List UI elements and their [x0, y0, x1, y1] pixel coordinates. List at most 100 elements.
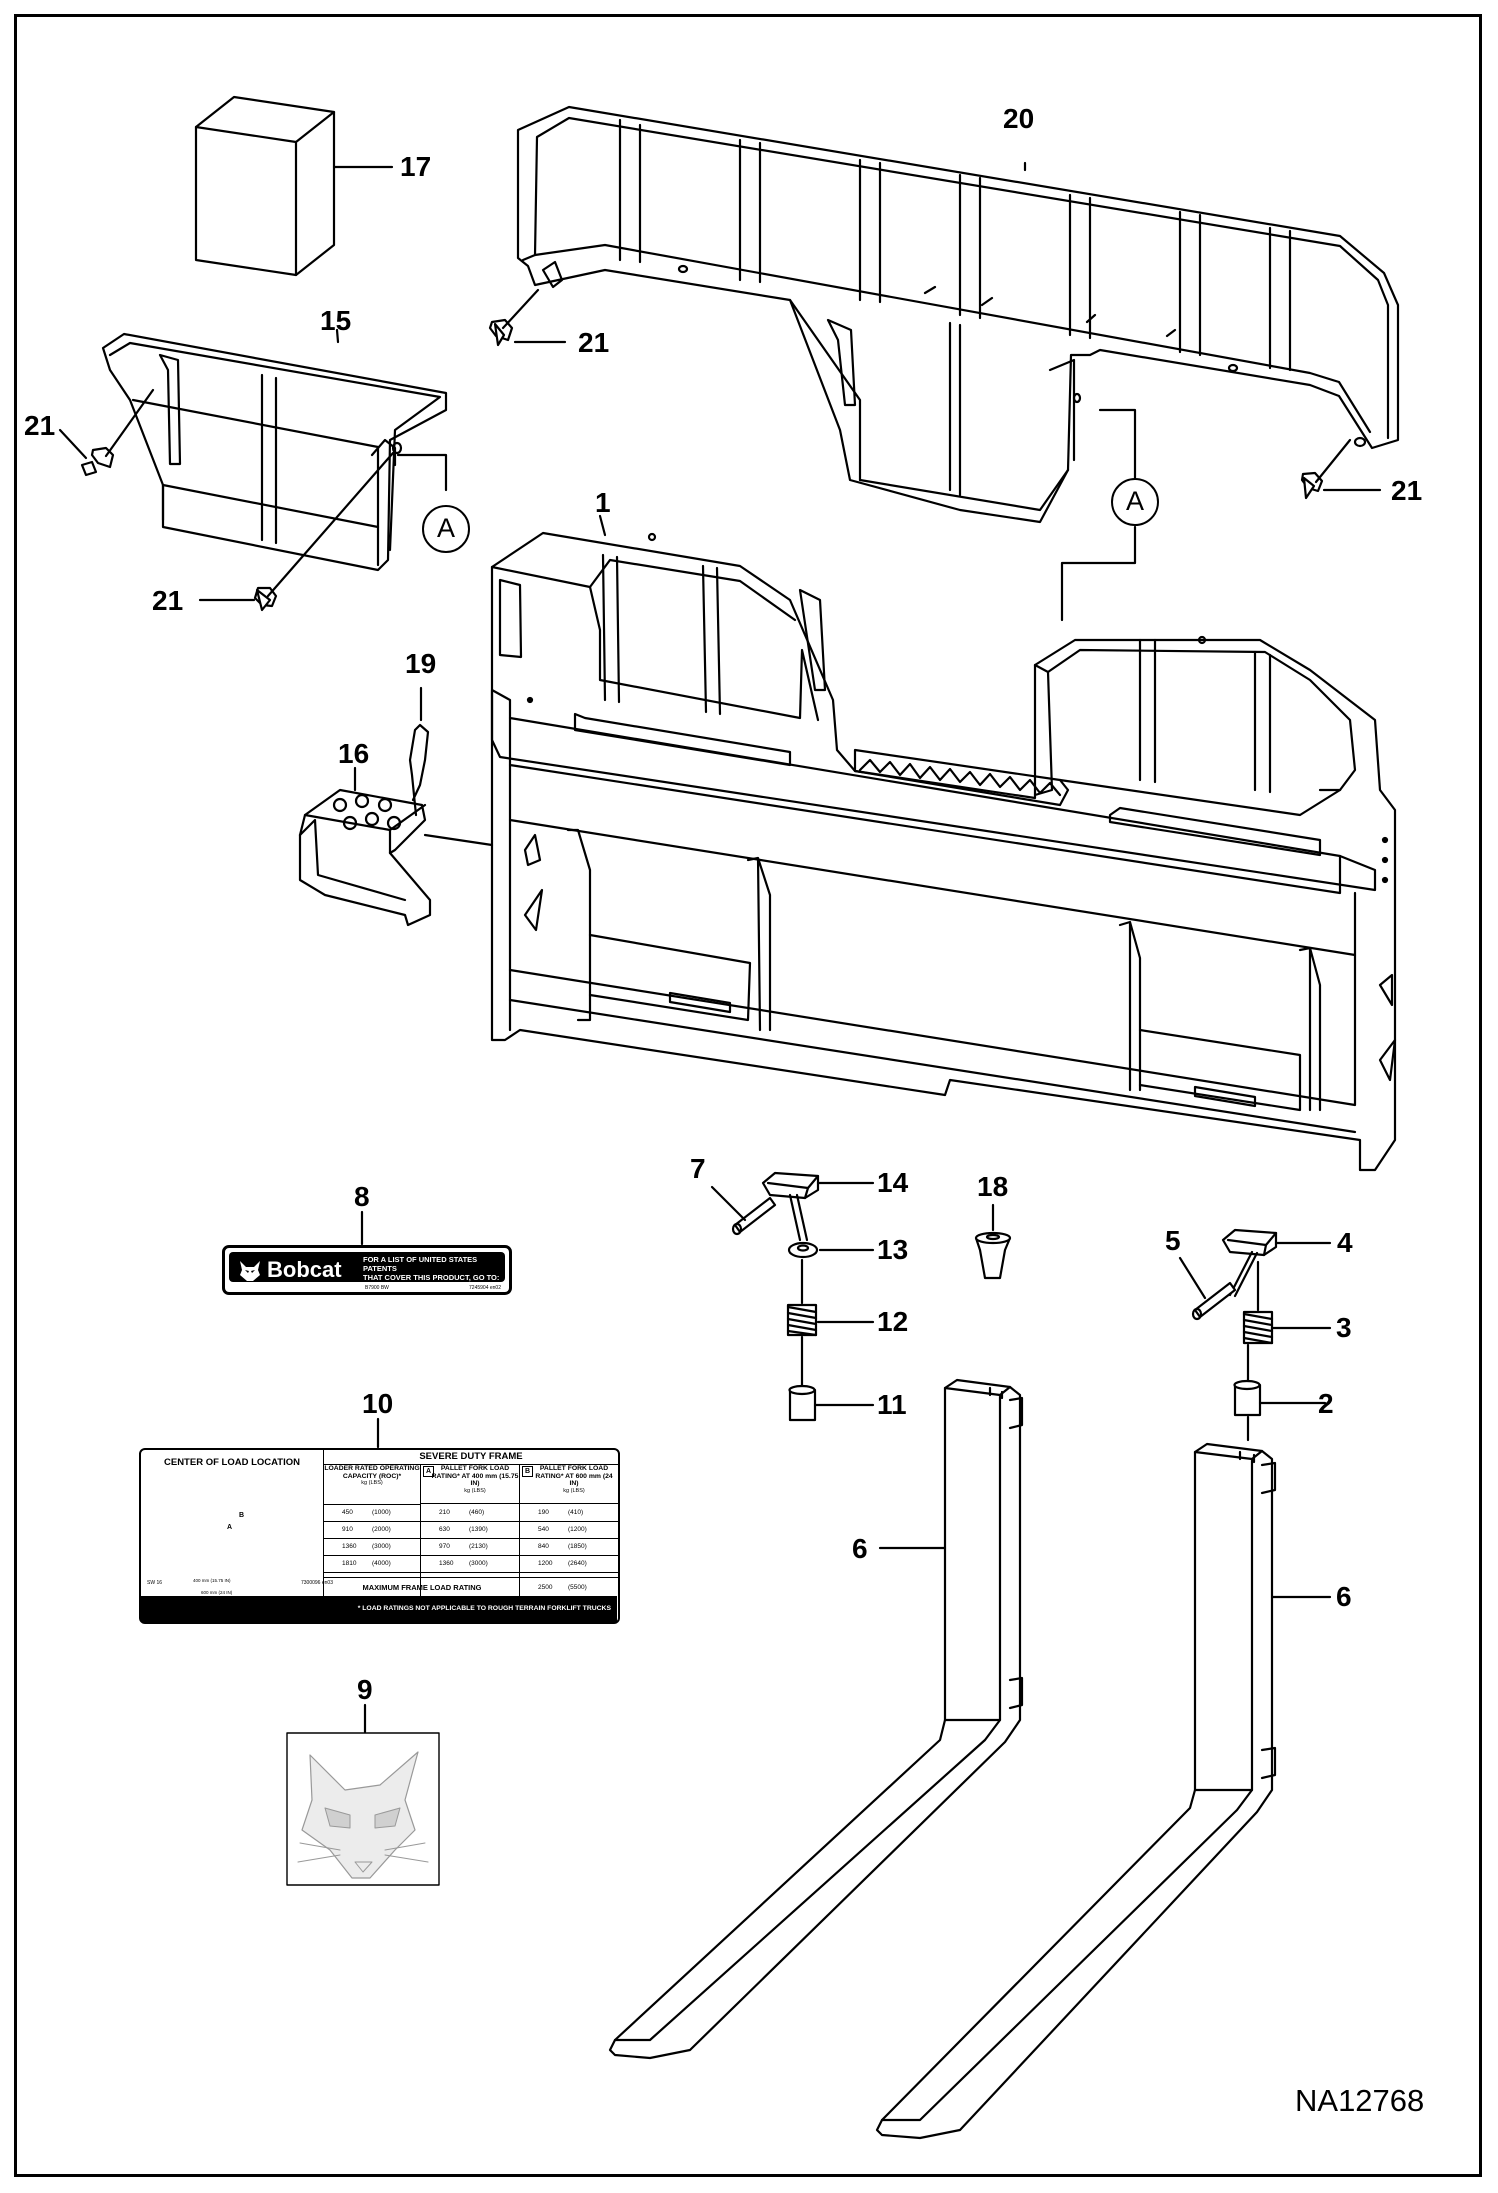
connector-a-left: A — [422, 505, 470, 553]
decal-10-cell-roc-lbs: (2000) — [372, 1526, 391, 1533]
decal-10-col-b-units: kg (LBS) — [563, 1487, 585, 1494]
decal-10-cell-b-kg: 190 — [538, 1509, 549, 1516]
decal-10-dim-a: A — [227, 1524, 233, 1531]
decal-10-code-left: SW 16 — [147, 1580, 163, 1586]
connector-line-a2-top — [1098, 408, 1137, 480]
decal-10-max-lbs: (5500) — [568, 1584, 587, 1591]
part-6-fork-right — [875, 1442, 1277, 2140]
part-20-guard — [516, 105, 1400, 524]
leader-21a — [58, 428, 88, 460]
decal-10-code-right: 7300096 en03 — [301, 1580, 333, 1586]
part-18-plug — [974, 1231, 1012, 1280]
callout-20: 20 — [1003, 103, 1035, 134]
part-11-bushing — [788, 1384, 817, 1422]
decal-10-dim-400: 400 mm (15.75 IN) — [193, 1578, 231, 1583]
part-3-spring — [1242, 1310, 1274, 1345]
decal-10-row-divider — [324, 1555, 618, 1556]
decal-10-title: SEVERE DUTY FRAME — [324, 1450, 618, 1465]
callout-19: 19 — [405, 648, 437, 679]
decal-10-cell-a-kg: 630 — [439, 1526, 450, 1533]
decal-10-col-roc-units: kg (LBS) — [361, 1480, 383, 1486]
decal-8-code-b: 7245904 en02 — [469, 1285, 501, 1291]
decal-10-cell-b-kg: 840 — [538, 1543, 549, 1550]
callout-14: 14 — [877, 1167, 909, 1198]
decal-10-left-title: CENTER OF LOAD LOCATION — [164, 1457, 300, 1468]
callout-21d: 21 — [1391, 475, 1423, 506]
callout-6b: 6 — [1336, 1581, 1352, 1612]
part-13-washer — [787, 1241, 819, 1259]
part-19-pin — [408, 723, 430, 817]
decal-10-col-b: B PALLET FORK LOAD RATING* AT 600 mm (24… — [520, 1465, 618, 1504]
part-14-handle — [761, 1171, 820, 1242]
decal-10-dim-b: B — [239, 1512, 245, 1519]
decal-10-table: SEVERE DUTY FRAME LOADER RATED OPERATING… — [324, 1450, 618, 1596]
decal-10-cell-roc-lbs: (4000) — [372, 1560, 391, 1567]
leader-7 — [710, 1185, 747, 1222]
decal-10-cell-a-lbs: (1390) — [469, 1526, 488, 1533]
callout-9: 9 — [357, 1674, 373, 1705]
decal-10-col-a-label: PALLET FORK LOAD RATING* AT 400 mm (15.7… — [431, 1465, 519, 1487]
callout-15: 15 — [320, 305, 352, 336]
callout-21a: 21 — [24, 410, 56, 441]
part-6-fork-left — [608, 1378, 1024, 2060]
decal-8-line3: www.bobcat.com/patents — [363, 1282, 454, 1291]
part-7-pin — [731, 1196, 777, 1236]
callout-3: 3 — [1336, 1312, 1352, 1343]
drawing-frame — [14, 14, 1482, 2177]
pin-21-a — [80, 388, 155, 477]
callout-17: 17 — [400, 151, 432, 182]
decal-10-tag-a: A — [423, 1466, 434, 1477]
decal-10-cell-roc-kg: 1360 — [342, 1543, 357, 1550]
connector-line-a2-bottom — [1060, 525, 1137, 622]
decal-10-max-row: MAXIMUM FRAME LOAD RATING 2500 (5500) — [324, 1577, 618, 1597]
decal-10-left: CENTER OF LOAD LOCATION A B 400 mm (15.7… — [141, 1450, 324, 1596]
decal-10-col-roc-label: LOADER RATED OPERATING CAPACITY (ROC)* — [324, 1465, 420, 1480]
decal-10-cell-a-lbs: (2130) — [469, 1543, 488, 1550]
callout-1: 1 — [595, 487, 611, 518]
connector-a-right: A — [1111, 478, 1159, 526]
decal-10-divider-2 — [519, 1465, 520, 1596]
callout-18: 18 — [977, 1171, 1009, 1202]
decal-8-text: FOR A LIST OF UNITED STATES PATENTS THAT… — [363, 1255, 505, 1291]
callout-21b: 21 — [152, 585, 184, 616]
callout-8: 8 — [354, 1181, 370, 1212]
decal-8-line1: FOR A LIST OF UNITED STATES PATENTS — [363, 1255, 478, 1273]
decal-10-load-chart: CENTER OF LOAD LOCATION A B 400 mm (15.7… — [139, 1448, 620, 1624]
part-15-guard — [101, 332, 448, 572]
pin-21-c — [488, 288, 540, 347]
decal-10-col-a: A PALLET FORK LOAD RATING* AT 400 mm (15… — [421, 1465, 519, 1504]
decal-10-cell-roc-lbs: (3000) — [372, 1543, 391, 1550]
decal-10-row-divider — [324, 1521, 618, 1522]
decal-10-col-b-label: PALLET FORK LOAD RATING* AT 600 mm (24 I… — [535, 1465, 613, 1487]
bobcat-logo-icon — [240, 1261, 260, 1281]
decal-10-cell-b-lbs: (1200) — [568, 1526, 587, 1533]
pin-21-b — [253, 451, 395, 612]
leader-15 — [335, 328, 340, 344]
drawing-id: NA12768 — [1295, 2083, 1425, 2118]
leader-5 — [1178, 1256, 1207, 1300]
part-5-pin — [1191, 1281, 1237, 1321]
part-16-bracket — [298, 788, 432, 927]
part-12-spring — [786, 1303, 818, 1337]
decal-10-col-roc: LOADER RATED OPERATING CAPACITY (ROC)* k… — [324, 1465, 420, 1505]
part-1-frame — [490, 531, 1397, 1172]
callout-13: 13 — [877, 1234, 909, 1265]
callout-5: 5 — [1165, 1225, 1181, 1256]
callout-10: 10 — [362, 1388, 394, 1419]
leader-16-frame — [423, 833, 494, 847]
connector-line-a1 — [396, 453, 448, 492]
decal-9-cat-logo — [286, 1732, 440, 1886]
decal-10-cell-a-kg: 210 — [439, 1509, 450, 1516]
decal-10-cell-b-lbs: (410) — [568, 1509, 584, 1516]
decal-10-cell-a-lbs: (460) — [469, 1509, 485, 1516]
decal-10-footer-text: * LOAD RATINGS NOT APPLICABLE TO ROUGH T… — [357, 1605, 611, 1612]
decal-10-cell-b-kg: 540 — [538, 1526, 549, 1533]
decal-8-band: Bobcat FOR A LIST OF UNITED STATES PATEN… — [229, 1252, 505, 1291]
decal-10-cell-b-kg: 1200 — [538, 1560, 553, 1567]
part-2-bushing — [1233, 1379, 1262, 1417]
decal-8-code-a: B7900 BW — [365, 1285, 389, 1291]
decal-10-cell-a-kg: 1360 — [439, 1560, 454, 1567]
decal-10-cell-b-lbs: (2640) — [568, 1560, 587, 1567]
decal-10-col-a-units: kg (LBS) — [464, 1487, 486, 1494]
